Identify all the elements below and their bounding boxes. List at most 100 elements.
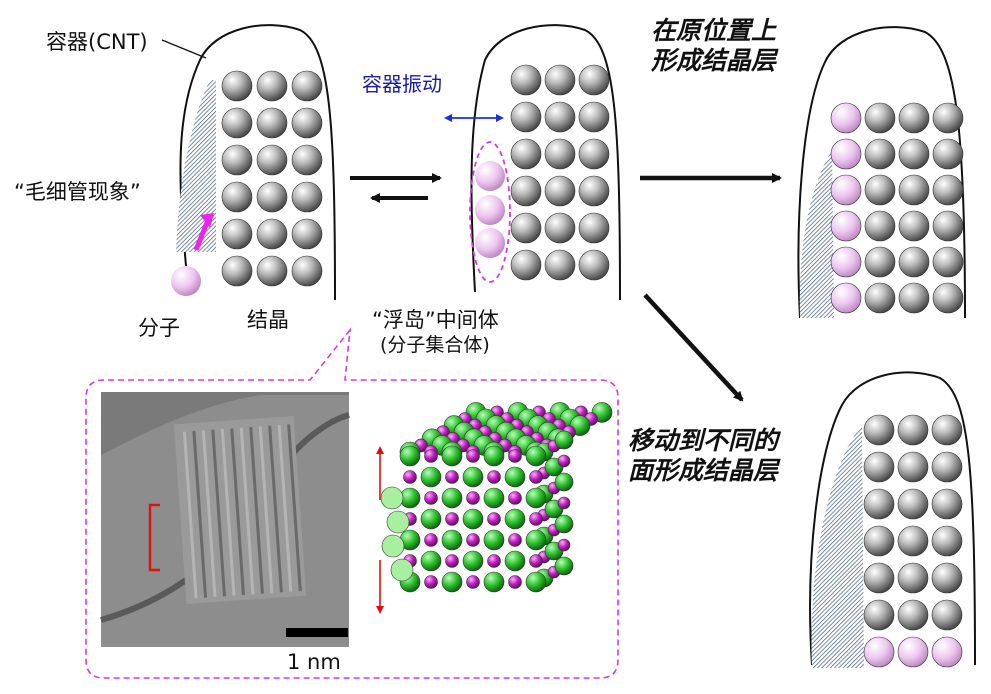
magenta-atom (487, 554, 501, 568)
crystal-sphere (291, 70, 323, 102)
molecule-sphere (830, 282, 862, 314)
crystal-sphere (863, 525, 895, 557)
crystal-sphere (221, 144, 253, 176)
crystal-sphere (221, 181, 253, 213)
crystal-sphere (578, 175, 610, 207)
crystal-spheres-2 (510, 64, 610, 281)
crystal-sphere (931, 562, 963, 594)
crystal-sphere (863, 414, 895, 446)
tem-image (100, 392, 350, 647)
green-atom (554, 514, 574, 534)
green-atom (420, 550, 442, 572)
magenta-atom (445, 554, 459, 568)
green-atom (441, 529, 463, 551)
lattice-fringe (211, 429, 226, 597)
magenta-atom (424, 533, 438, 547)
red-bracket (148, 503, 160, 572)
molecular-model (380, 402, 613, 593)
green-atom (525, 571, 547, 593)
in-place-line-2: 形成结晶层 (651, 46, 777, 75)
scale-bar-label: 1 nm (287, 650, 341, 674)
in-place-line-1: 在原位置上 (651, 16, 777, 45)
molecule-sphere (830, 138, 862, 170)
molecule-sphere (171, 266, 201, 296)
crystal-sphere (221, 218, 253, 250)
crystal-sphere (510, 175, 542, 207)
crystal-sphere (578, 138, 610, 170)
crystal-sphere (510, 249, 542, 281)
crystal-sphere (578, 64, 610, 96)
different-face-line-2: 面形成结晶层 (628, 456, 779, 485)
arrow-to-different-face (643, 293, 744, 402)
green-atom (483, 445, 505, 467)
crystal-sphere (932, 102, 964, 134)
crystal-sphere (864, 102, 896, 134)
lattice-fringe (220, 428, 236, 596)
floating-atom (381, 534, 405, 558)
floating-atom (380, 486, 404, 510)
crystal-label: 结晶 (247, 308, 289, 332)
crystal-sphere (932, 210, 964, 242)
magenta-atom (424, 575, 438, 589)
tube-3 (797, 26, 966, 319)
crystal-sphere (291, 181, 323, 213)
green-atom (525, 487, 547, 509)
crystal-sphere (898, 102, 930, 134)
magenta-atom (487, 470, 501, 484)
molecule-sphere (830, 174, 862, 206)
green-atom (483, 487, 505, 509)
magenta-atom (557, 454, 571, 468)
green-atom (462, 550, 484, 572)
crystal-sphere (898, 246, 930, 278)
scale-bar (286, 628, 348, 637)
crystal-sphere (256, 144, 288, 176)
vibration-label: 容器振动 (362, 72, 442, 96)
green-atom (504, 466, 526, 488)
magenta-atom (466, 449, 480, 463)
crystal-sphere (897, 562, 929, 594)
crystal-sphere (291, 107, 323, 139)
molecule-assembly-label: (分子集合体) (380, 334, 490, 356)
crystal-sphere (256, 107, 288, 139)
crystal-sphere (931, 414, 963, 446)
crystal-sphere (863, 599, 895, 631)
tube-2 (444, 24, 621, 301)
island-outline (469, 141, 511, 283)
crystal-sphere (898, 282, 930, 314)
crystal-sphere (932, 282, 964, 314)
green-atom (525, 529, 547, 551)
magenta-atom (508, 575, 522, 589)
green-atom (504, 508, 526, 530)
crystal-sphere (931, 451, 963, 483)
molecule-sphere (863, 636, 895, 668)
green-atom (441, 571, 463, 593)
green-atom (483, 529, 505, 551)
crystal-sphere (544, 175, 576, 207)
magenta-atom (487, 512, 501, 526)
crystal-sphere (898, 210, 930, 242)
floating-atom (390, 558, 414, 582)
crystal-sphere (578, 212, 610, 244)
magenta-atom (529, 554, 543, 568)
different-face-title: 移动到不同的 面形成结晶层 (628, 426, 778, 486)
green-atom (462, 466, 484, 488)
crystal-sphere (897, 414, 929, 446)
magenta-atom (466, 533, 480, 547)
lattice-fringe (239, 427, 255, 595)
crystal-sphere (897, 488, 929, 520)
crystal-sphere (291, 144, 323, 176)
magenta-atom (508, 491, 522, 505)
crystal-spheres-3 (830, 102, 964, 314)
crystal-sphere (931, 599, 963, 631)
crystal-sphere (864, 210, 896, 242)
magenta-atom (508, 533, 522, 547)
different-face-line-1: 移动到不同的 (628, 426, 779, 455)
crystal-sphere (932, 174, 964, 206)
magenta-atom (445, 470, 459, 484)
lattice-fringe (230, 428, 245, 596)
molecule-sphere (830, 210, 862, 242)
crystal-sphere (291, 255, 323, 287)
crystal-sphere (221, 107, 253, 139)
molecule-sphere (897, 636, 929, 668)
